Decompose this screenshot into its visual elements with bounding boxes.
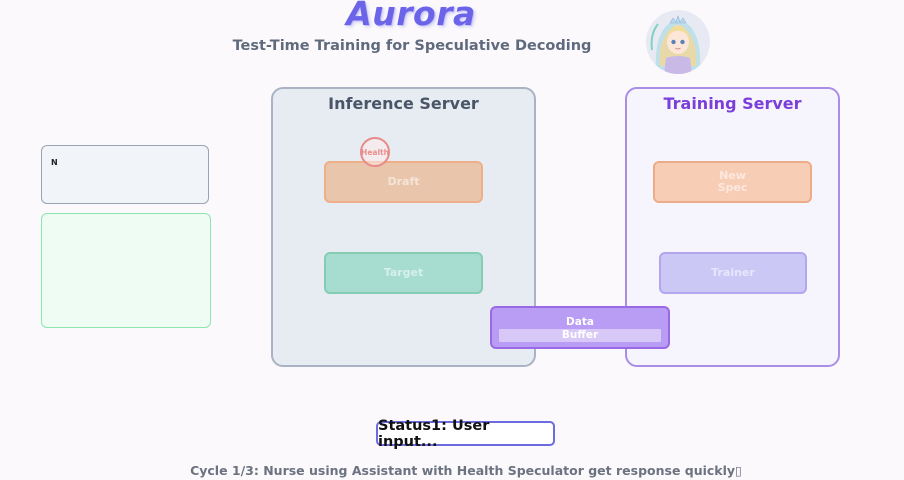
note-panel: N [41,145,209,204]
target-model-box: Target [324,252,483,294]
new-spec-line1: New [719,169,746,182]
training-server-title: Training Server [663,94,802,113]
data-buffer-box: Data Buffer [490,306,670,349]
status-badge: Status1: User input... [376,418,555,450]
health-request-bubble: Health [360,137,390,167]
trainer-box: Trainer [659,252,807,294]
data-buffer-fill-bar: Buffer [499,329,661,342]
mascot-illustration [646,10,710,74]
new-spec-line2: Spec [717,181,748,194]
cycle-caption: Cycle 1/3: Nurse using Assistant with He… [190,463,742,478]
draft-model-box: Draft [324,161,483,203]
response-panel [41,213,211,328]
page-title: Aurora [346,0,476,33]
mascot-avatar-icon [646,10,710,74]
data-buffer-line1: Data [566,316,594,328]
note-text: N [51,158,58,167]
new-spec-box: New Spec [653,161,812,203]
page-subtitle: Test-Time Training for Speculative Decod… [232,38,592,54]
health-bubble-label: Health [361,147,389,157]
inference-server-title: Inference Server [328,94,479,113]
data-buffer-line2: Buffer [561,329,599,341]
